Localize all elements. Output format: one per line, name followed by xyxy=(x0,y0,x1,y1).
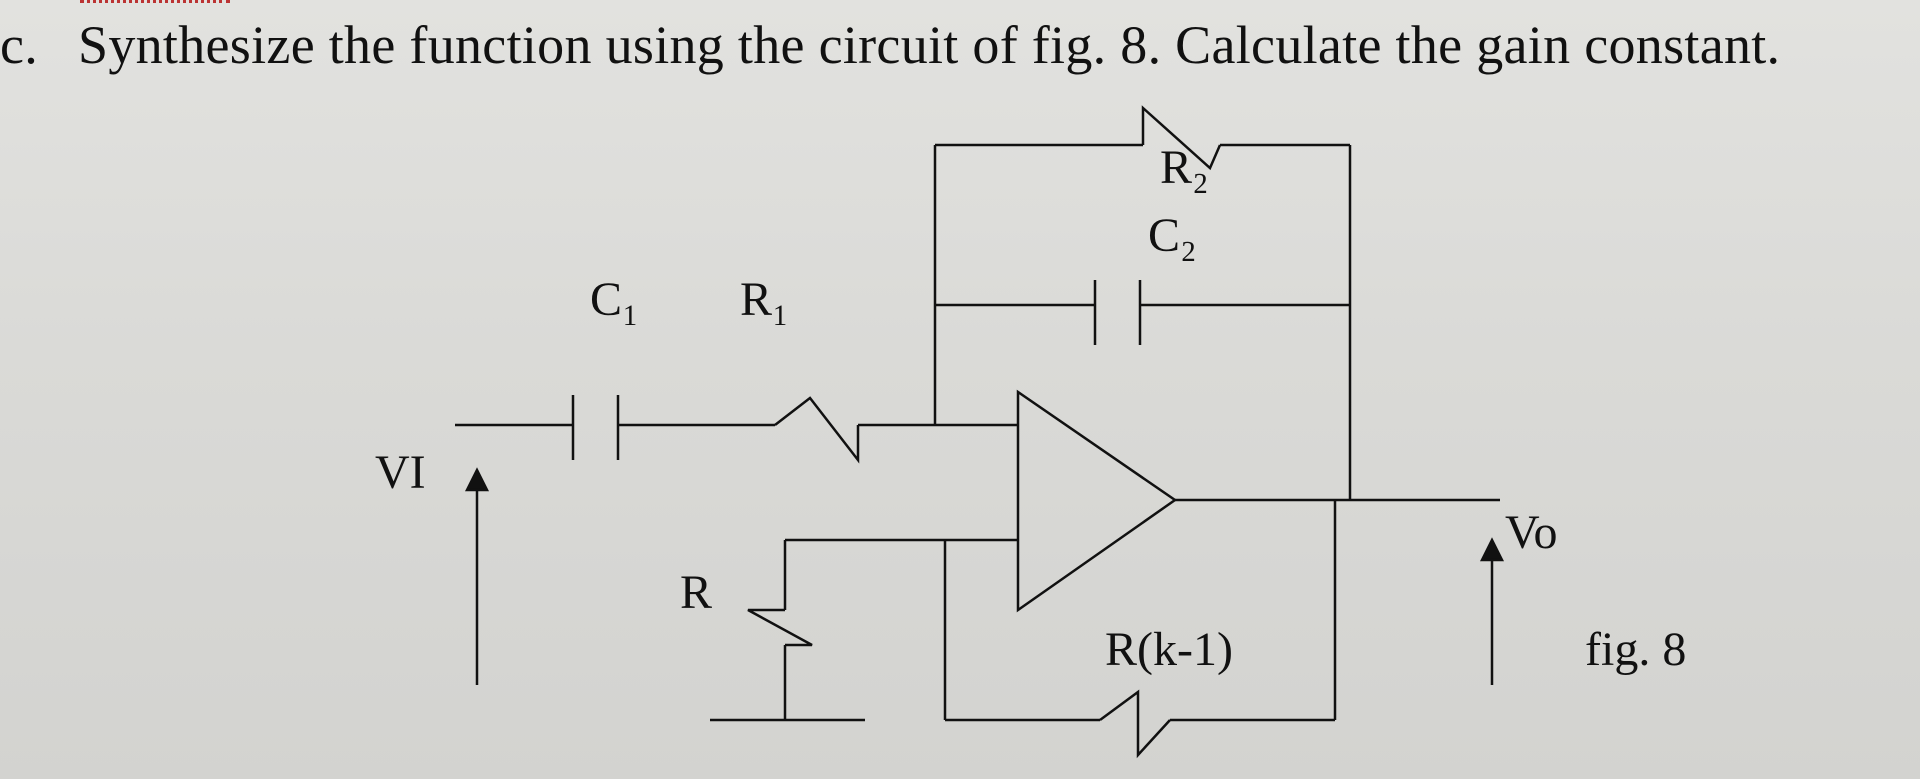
r-resistor xyxy=(747,608,813,647)
rk-resistor xyxy=(1099,689,1171,759)
rk-label: R(k-1) xyxy=(1105,623,1233,676)
r1-label: R₁ xyxy=(740,273,789,326)
r-label: R xyxy=(680,566,713,619)
r1-resistor xyxy=(774,396,860,464)
r2-resistor xyxy=(1141,105,1222,171)
spellcheck-underline xyxy=(80,0,230,9)
question-text: Synthesize the function using the circui… xyxy=(78,15,1781,75)
r2-label: R₂ xyxy=(1160,141,1209,194)
op-amp xyxy=(1016,389,1178,613)
vi-label: VI xyxy=(375,446,426,499)
figure-caption: fig. 8 xyxy=(1585,623,1687,676)
c2-label: C₂ xyxy=(1148,209,1197,262)
vi-arrow-head xyxy=(464,467,490,492)
vo-label: Vo xyxy=(1505,506,1558,559)
question-marker: c. xyxy=(0,15,39,75)
c1-label: C₁ xyxy=(590,273,639,326)
vo-arrow-head xyxy=(1479,537,1505,562)
question-line: c. Synthesize the function using the circ… xyxy=(0,14,1900,76)
